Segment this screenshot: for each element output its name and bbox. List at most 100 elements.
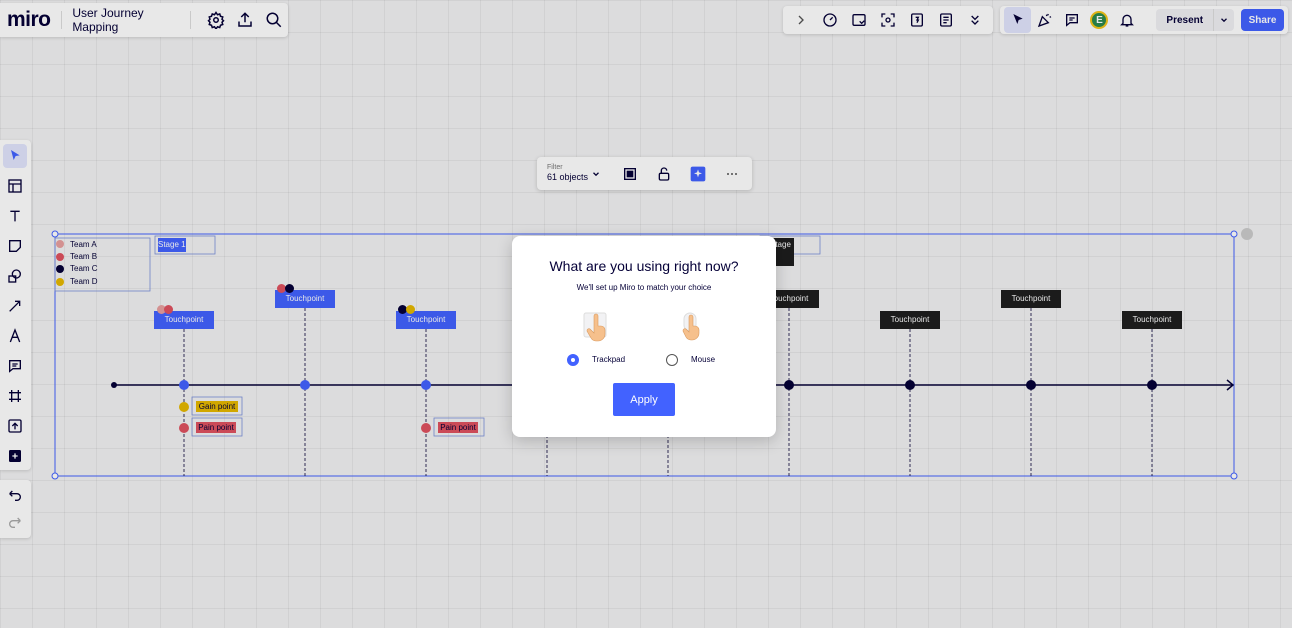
focus-button[interactable] <box>874 7 902 33</box>
team-a-marker <box>157 305 166 314</box>
reactions-icon <box>1037 13 1052 28</box>
user-avatar-button[interactable]: E <box>1086 7 1113 33</box>
resize-handle[interactable] <box>51 472 59 480</box>
sticky-note-tool[interactable] <box>3 234 27 258</box>
select-tool[interactable] <box>3 144 27 168</box>
trackpad-label[interactable]: Trackpad <box>592 355 626 364</box>
team-b-marker <box>277 284 286 293</box>
creation-toolbar <box>0 140 31 470</box>
board-title[interactable]: User Journey Mapping <box>72 6 144 34</box>
chevron-down-icon <box>1221 18 1228 23</box>
selection-bounds[interactable] <box>54 233 1235 477</box>
more-options-button[interactable] <box>715 160 749 188</box>
present-button[interactable]: Present <box>1156 9 1235 31</box>
upload-icon <box>8 419 22 433</box>
card-icon <box>852 14 866 26</box>
team-b-dot <box>56 253 64 261</box>
undo-button[interactable] <box>3 483 27 507</box>
resize-handle[interactable] <box>1230 230 1238 238</box>
line-tool[interactable] <box>3 294 27 318</box>
settings-icon <box>207 11 225 29</box>
touchpoint-card[interactable]: Touchpoint <box>396 311 456 329</box>
voting-button[interactable] <box>903 7 931 33</box>
export-button[interactable] <box>230 5 259 35</box>
select-icon <box>11 150 20 160</box>
rotate-handle-icon[interactable] <box>1241 228 1253 240</box>
lock-button[interactable] <box>647 160 681 188</box>
touchpoint-card[interactable]: Touchpoint <box>154 311 214 329</box>
create-frame-button[interactable] <box>613 160 647 188</box>
settings-button[interactable] <box>201 5 230 35</box>
shapes-tool[interactable] <box>3 264 27 288</box>
reactions-button[interactable] <box>1031 7 1058 33</box>
history-toolbar <box>0 480 31 538</box>
stage-1-label[interactable]: Stage 1 <box>158 238 186 252</box>
resize-handle[interactable] <box>51 230 59 238</box>
redo-button[interactable] <box>3 510 27 534</box>
frame-icon <box>9 390 21 402</box>
frame-tool[interactable] <box>3 384 27 408</box>
timeline-node <box>784 380 794 390</box>
comment-button[interactable] <box>1059 7 1086 33</box>
share-button[interactable]: Share <box>1241 9 1284 31</box>
board-header: miro User Journey Mapping <box>0 3 288 37</box>
pen-icon <box>9 328 21 343</box>
card-button[interactable] <box>845 7 873 33</box>
touchpoint-card[interactable]: Touchpoint <box>275 290 335 308</box>
shapes-icon <box>8 269 21 283</box>
objects-count: 61 objects <box>547 172 589 182</box>
timeline-start <box>111 382 117 388</box>
team-d-marker <box>406 305 415 314</box>
notifications-button[interactable] <box>1113 7 1140 33</box>
pen-tool[interactable] <box>3 324 27 348</box>
text-tool[interactable] <box>3 204 27 228</box>
mouse-radio[interactable] <box>666 354 678 366</box>
mouse-icon[interactable] <box>678 311 708 343</box>
more-tools-button[interactable] <box>961 7 989 33</box>
text-icon <box>10 210 20 222</box>
notes-button[interactable] <box>932 7 960 33</box>
comment-icon <box>1066 14 1079 27</box>
resize-handle[interactable] <box>1230 472 1238 480</box>
touchpoint-card[interactable]: Touchpoint <box>1001 290 1061 308</box>
selection-toolbar: Filter 61 objects <box>537 157 752 190</box>
undo-icon <box>9 490 21 501</box>
line-icon <box>9 300 21 312</box>
frame-select-icon <box>624 167 636 180</box>
pain-point-label[interactable]: Pain point <box>196 422 236 433</box>
present-label: Present <box>1166 14 1204 26</box>
expand-toolbar-button[interactable] <box>787 7 815 33</box>
miro-logo[interactable]: miro <box>7 8 51 31</box>
trackpad-icon[interactable] <box>582 311 612 343</box>
timeline-node <box>300 380 310 390</box>
stage-1-box <box>154 235 216 255</box>
notes-icon <box>940 13 952 27</box>
ai-assist-button[interactable] <box>681 160 715 188</box>
apply-button[interactable]: Apply <box>613 383 675 416</box>
gain-point-label[interactable]: Gain point <box>196 401 238 412</box>
avatar: E <box>1090 11 1109 29</box>
redo-icon <box>9 517 21 528</box>
team-c-marker <box>398 305 407 314</box>
search-button[interactable] <box>259 5 288 35</box>
trackpad-radio[interactable] <box>567 354 579 366</box>
comment-tool[interactable] <box>3 354 27 378</box>
team-a-dot <box>56 240 64 248</box>
templates-tool[interactable] <box>3 174 27 198</box>
touchpoint-card[interactable]: Touchpoint <box>880 311 940 329</box>
upload-tool[interactable] <box>3 414 27 438</box>
gain-point-box <box>191 396 243 416</box>
filter-dropdown[interactable]: Filter 61 objects <box>547 164 613 183</box>
template-icon <box>8 179 22 193</box>
timer-button[interactable] <box>816 7 844 33</box>
number-icon <box>911 13 923 27</box>
touchpoint-card[interactable]: Touchpoint <box>1122 311 1182 329</box>
present-dropdown[interactable] <box>1213 9 1234 31</box>
mouse-label[interactable]: Mouse <box>691 355 716 364</box>
more-apps-tool[interactable] <box>3 444 27 468</box>
pain-point-label[interactable]: Pain point <box>438 422 478 433</box>
cursor-button[interactable] <box>1004 7 1032 33</box>
divider <box>190 11 192 29</box>
